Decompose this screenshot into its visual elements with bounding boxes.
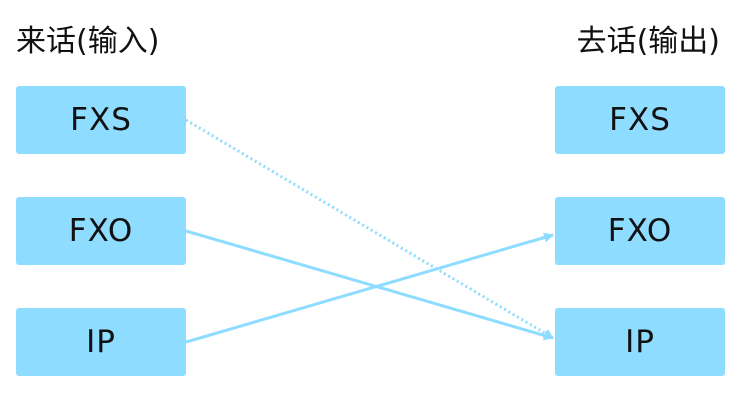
input-box-fxo: FXO [16,197,186,265]
output-column-title: 去话(输出) [576,24,720,59]
input-box-fxs: FXS [16,86,186,154]
input-column-title: 来话(输入) [16,24,160,59]
output-box-fxs: FXS [555,86,725,154]
connector-fxs-to-ip [185,118,554,340]
connector-fxo-to-ip [185,229,554,341]
input-box-ip: IP [16,308,186,376]
output-box-fxo: FXO [555,197,725,265]
output-box-ip: IP [555,308,725,376]
connector-ip-to-fxo [185,232,554,344]
